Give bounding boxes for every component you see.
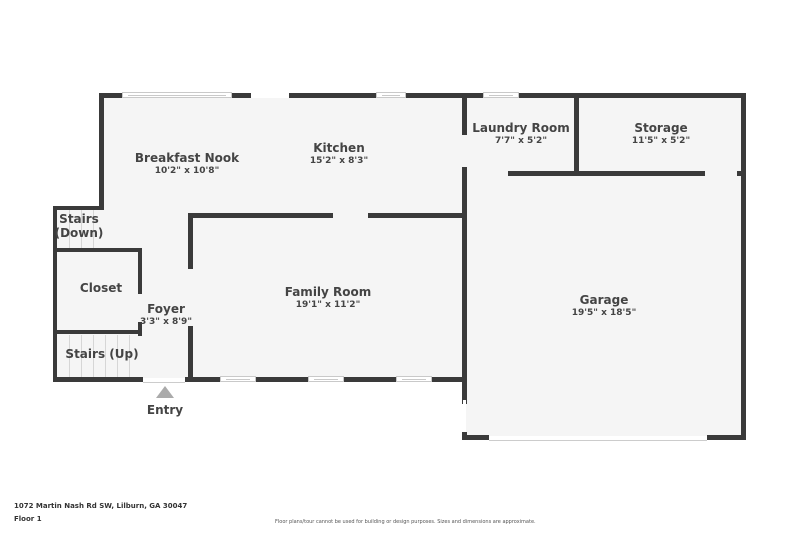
stairs-up-treads [58,335,138,377]
room-dimensions: 10'2" x 10'8" [154,166,220,176]
room-breakfast-nook: Breakfast Nook 10'2" x 10'8" [135,151,239,176]
room-name: Family Room [284,285,372,299]
wall [53,206,57,382]
room-dimensions: 15'2" x 8'3" [309,156,369,166]
floor-storage [576,96,744,172]
address: 1072 Martin Nash Rd SW, Lilburn, GA 3004… [14,502,188,510]
wall [741,93,746,440]
floor-main [102,96,464,379]
window [483,92,519,98]
stairs-down-treads [58,210,103,248]
room-dimensions: 19'1" x 11'2" [295,300,361,310]
room-foyer: Foyer 3'3" x 8'9" [140,302,192,327]
room-garage: Garage 19'5" x 18'5" [572,293,637,318]
disclaimer: Floor plans/tour cannot be used for buil… [275,519,536,525]
window [396,376,432,382]
room-name-line2: (Down) [54,226,104,240]
wall [57,248,142,252]
room-name: Storage [634,121,688,135]
room-kitchen: Kitchen 15'2" x 8'3" [310,141,368,166]
garage-door[interactable] [489,436,707,441]
window [122,92,232,98]
wall [53,377,143,382]
wall [99,93,104,210]
entry-label: Entry [147,403,183,417]
window [220,376,256,382]
room-name: Stairs [59,212,99,226]
wall [138,248,142,294]
wall [707,435,746,440]
wall [188,326,193,381]
wall [368,213,466,218]
room-name: Laundry Room [472,121,570,135]
room-stairs-up: Stairs (Up) [65,347,138,361]
room-name: Closet [79,281,123,295]
floor-garage [464,172,744,438]
room-name: Breakfast Nook [134,151,240,165]
wall [508,171,705,176]
room-name: Garage [579,293,629,307]
room-name: Stairs (Up) [65,347,139,361]
window [376,92,406,98]
room-name: Kitchen [313,141,365,155]
entry-text: Entry [146,403,184,417]
wall [57,330,142,334]
wall [464,93,746,98]
room-family-room: Family Room 19'1" x 11'2" [285,285,372,310]
wall [462,372,467,404]
room-dimensions: 11'5" x 5'2" [631,136,691,146]
wall [574,93,579,173]
entry-arrow-icon [156,386,174,398]
room-laundry: Laundry Room 7'7" x 5'2" [472,121,570,146]
wall [138,322,142,336]
garage-side-door[interactable] [463,400,466,432]
room-closet: Closet [80,281,122,295]
floor-label: Floor 1 [14,515,42,523]
floor-laundry [464,96,576,172]
room-storage: Storage 11'5" x 5'2" [632,121,690,146]
entry-door[interactable] [143,378,185,383]
room-dimensions: 19'5" x 18'5" [571,308,637,318]
wall [188,213,333,218]
wall [188,213,193,269]
room-stairs-down: Stairs (Down) [55,212,104,240]
window [308,376,344,382]
wall [53,206,104,210]
room-dimensions: 3'3" x 8'9" [139,317,193,327]
wall [462,93,467,135]
wall [462,435,489,440]
wall [462,167,467,382]
room-dimensions: 7'7" x 5'2" [494,136,548,146]
room-name: Foyer [147,302,185,316]
opening [251,92,289,98]
